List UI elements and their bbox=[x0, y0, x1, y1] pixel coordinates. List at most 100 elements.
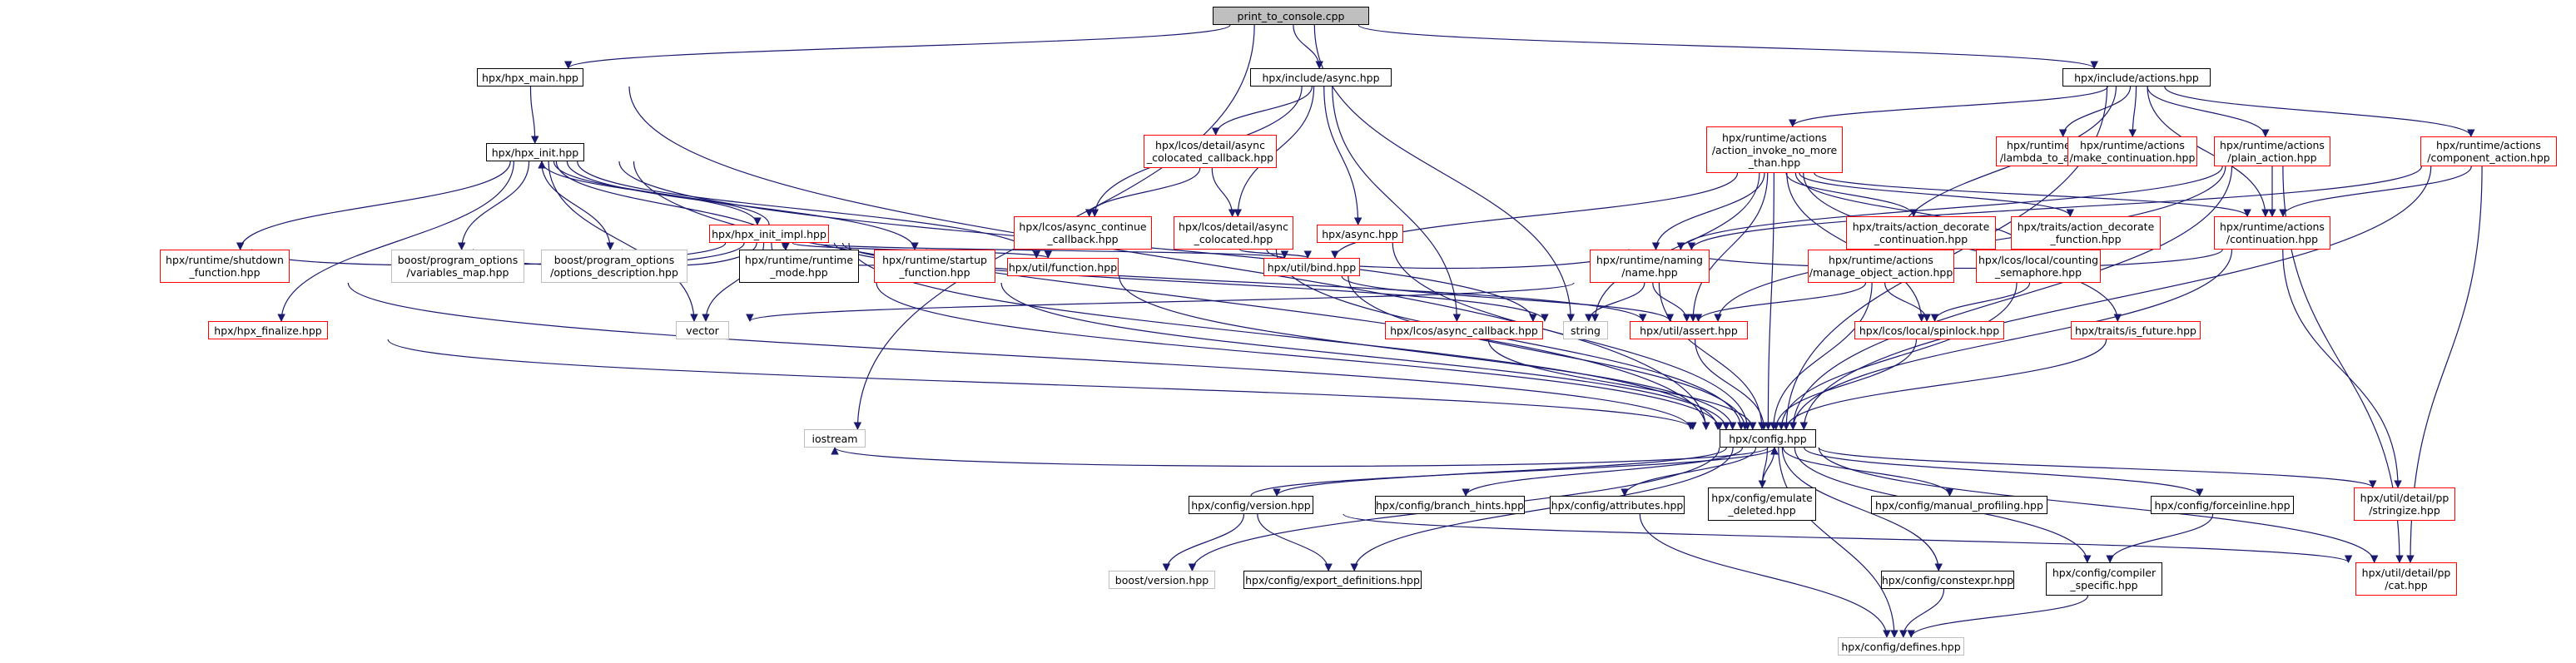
edge-n18-n36 bbox=[347, 282, 1695, 430]
edge-n37-n45 bbox=[1257, 513, 1333, 571]
node-async-colocated-callback[interactable]: hpx/lcos/detail/async _colocated_callbac… bbox=[1144, 135, 1277, 168]
edge-n11-n24 bbox=[812, 242, 1288, 259]
edge-n6-n25 bbox=[1651, 172, 1765, 250]
edge-n3-n17 bbox=[2147, 86, 2270, 217]
node-action-decorate-function[interactable]: hpx/traits/action_decorate _function.hpp bbox=[2011, 216, 2161, 250]
node-hpx-main[interactable]: hpx/hpx_main.hpp bbox=[477, 68, 583, 87]
node-make-continuation[interactable]: hpx/runtime/actions /make_continuation.h… bbox=[2067, 136, 2197, 166]
node-runtime-mode[interactable]: hpx/runtime/runtime _mode.hpp bbox=[739, 250, 859, 283]
edge-n9-n25 bbox=[1676, 166, 2223, 250]
node-shutdown-function[interactable]: hpx/runtime/shutdown _function.hpp bbox=[160, 250, 290, 283]
node-pp-cat[interactable]: hpx/util/detail/pp /cat.hpp bbox=[2355, 562, 2457, 596]
node-counting-semaphore[interactable]: hpx/lcos/local/counting _semaphore.hpp bbox=[1976, 250, 2101, 283]
node-action-invoke-no-more-than[interactable]: hpx/runtime/actions /action_invoke_no_mo… bbox=[1706, 126, 1843, 173]
node-include-actions[interactable]: hpx/include/actions.hpp bbox=[2062, 68, 2211, 87]
edge-n36-n48 bbox=[1818, 447, 2379, 563]
edge-n24-n32 bbox=[1341, 275, 1675, 322]
edge-n26-n36 bbox=[1769, 282, 1873, 430]
edge-n3-n6 bbox=[1789, 86, 2108, 127]
edge-n6-n15 bbox=[1785, 172, 1918, 217]
edge-n21-n36 bbox=[876, 282, 1724, 430]
node-async-continue-callback[interactable]: hpx/lcos/async_continue _callback.hpp bbox=[1014, 216, 1152, 250]
edge-n3-n9 bbox=[2147, 86, 2270, 137]
node-config-version[interactable]: hpx/config/version.hpp bbox=[1189, 496, 1313, 514]
edge-n1-n36 bbox=[628, 86, 1710, 430]
edge-n40-n36 bbox=[1761, 447, 1779, 488]
edge-n6-n24 bbox=[1331, 172, 1739, 259]
edge-n6-n36 bbox=[1764, 172, 1774, 430]
node-config-attributes[interactable]: hpx/config/attributes.hpp bbox=[1550, 496, 1685, 514]
node-naming-name[interactable]: hpx/runtime/naming /name.hpp bbox=[1590, 250, 1710, 283]
edge-n22-n36 bbox=[1000, 282, 1730, 430]
edge-n13-n36 bbox=[1275, 249, 1745, 430]
node-action-decorate-continuation[interactable]: hpx/traits/action_decorate _continuation… bbox=[1846, 216, 1996, 250]
edge-n10-n17 bbox=[2279, 166, 2472, 217]
node-util-bind[interactable]: hpx/util/bind.hpp bbox=[1263, 258, 1360, 276]
edge-n42-n47 bbox=[2106, 513, 2214, 563]
node-config-emulate-deleted[interactable]: hpx/config/emulate _deleted.hpp bbox=[1708, 487, 1816, 521]
node-actions-continuation[interactable]: hpx/runtime/actions /continuation.hpp bbox=[2214, 216, 2330, 250]
edge-n6-n32 bbox=[1689, 172, 1769, 322]
edge-n10-n36 bbox=[1799, 166, 2432, 430]
node-util-function[interactable]: hpx/util/function.hpp bbox=[1007, 258, 1119, 276]
edge-n36-n46 bbox=[1781, 447, 1943, 571]
node-is-future[interactable]: hpx/traits/is_future.hpp bbox=[2071, 321, 2201, 339]
edge-n25-n31 bbox=[1585, 282, 1645, 322]
edge-n5-n13 bbox=[1211, 167, 1237, 217]
edge-n4-n28 bbox=[277, 161, 514, 322]
edge-n36-n35 bbox=[831, 447, 1769, 468]
edge-n17-n43 bbox=[2282, 249, 2402, 488]
node-boost-options-description: boost/program_options /options_descripti… bbox=[541, 250, 687, 283]
edge-n3-n10 bbox=[2164, 86, 2475, 137]
edge-n4-n23 bbox=[577, 161, 1041, 259]
edge-n47-n49 bbox=[1907, 595, 2089, 638]
edge-n23-n36 bbox=[1119, 275, 1737, 430]
node-hpx-finalize[interactable]: hpx/hpx_finalize.hpp bbox=[208, 321, 328, 339]
node-config-forceinline[interactable]: hpx/config/forceinline.hpp bbox=[2151, 496, 2294, 514]
edge-n11-n4 bbox=[538, 161, 770, 225]
edge-n33-n36 bbox=[1771, 339, 1918, 430]
edge-n46-n49 bbox=[1899, 588, 1945, 638]
node-plain-action[interactable]: hpx/runtime/actions /plain_action.hpp bbox=[2214, 136, 2330, 166]
edge-n25-n29 bbox=[746, 282, 1575, 322]
edge-n24-n36 bbox=[1348, 275, 1750, 430]
edge-n25-n32 bbox=[1652, 282, 1691, 322]
edge-n37-n44 bbox=[1162, 513, 1245, 571]
node-vector: vector bbox=[676, 321, 729, 339]
node-util-assert[interactable]: hpx/util/assert.hpp bbox=[1630, 321, 1748, 339]
node-startup-function[interactable]: hpx/runtime/startup _function.hpp bbox=[874, 250, 995, 283]
edge-n36-n49 bbox=[1778, 447, 1898, 638]
edge-n3-n8 bbox=[2128, 86, 2137, 137]
edge-n36-n45 bbox=[1350, 447, 1734, 571]
edge-n36-n38 bbox=[1462, 447, 1744, 497]
node-local-spinlock[interactable]: hpx/lcos/local/spinlock.hpp bbox=[1854, 321, 2004, 339]
edge-n28-n36 bbox=[387, 339, 1697, 430]
node-hpx-async[interactable]: hpx/async.hpp bbox=[1317, 225, 1403, 243]
node-hpx-config[interactable]: hpx/config.hpp bbox=[1720, 429, 1816, 448]
edge-n36-n43 bbox=[1818, 447, 2377, 488]
edge-n27-n33 bbox=[1930, 282, 2031, 322]
edge-n26-n33 bbox=[1884, 282, 1931, 322]
node-config-manual-profiling[interactable]: hpx/config/manual_profiling.hpp bbox=[1871, 496, 2047, 514]
node-include-async[interactable]: hpx/include/async.hpp bbox=[1250, 68, 1392, 87]
node-manage-object-action[interactable]: hpx/runtime/actions /manage_object_actio… bbox=[1808, 250, 1954, 283]
node-hpx-init[interactable]: hpx/hpx_init.hpp bbox=[486, 143, 584, 161]
node-hpx-init-impl[interactable]: hpx/hpx_init_impl.hpp bbox=[709, 225, 829, 243]
node-config-export-definitions[interactable]: hpx/config/export_definitions.hpp bbox=[1243, 571, 1422, 589]
node-config-constexpr[interactable]: hpx/config/constexpr.hpp bbox=[1881, 571, 2014, 589]
node-async-colocated[interactable]: hpx/lcos/detail/async _colocated.hpp bbox=[1174, 216, 1293, 250]
edge-n1-n4 bbox=[529, 86, 539, 144]
edge-n0-n2 bbox=[1293, 24, 1323, 69]
node-root-file: print_to_console.cpp bbox=[1213, 7, 1369, 25]
node-async-callback[interactable]: hpx/lcos/async_callback.hpp bbox=[1385, 321, 1543, 339]
edge-n25-n36 bbox=[1658, 282, 1766, 430]
node-config-compiler-specific[interactable]: hpx/config/compiler _specific.hpp bbox=[2046, 562, 2162, 596]
node-pp-stringize[interactable]: hpx/util/detail/pp /stringize.hpp bbox=[2354, 487, 2455, 521]
node-config-branch-hints[interactable]: hpx/config/branch_hints.hpp bbox=[1375, 496, 1525, 514]
node-boost-version: boost/version.hpp bbox=[1109, 571, 1215, 589]
node-component-action[interactable]: hpx/runtime/actions /component_action.hp… bbox=[2420, 136, 2557, 166]
edge-n39-n49 bbox=[1639, 513, 1891, 638]
edge-n27-n36 bbox=[1777, 282, 2018, 430]
